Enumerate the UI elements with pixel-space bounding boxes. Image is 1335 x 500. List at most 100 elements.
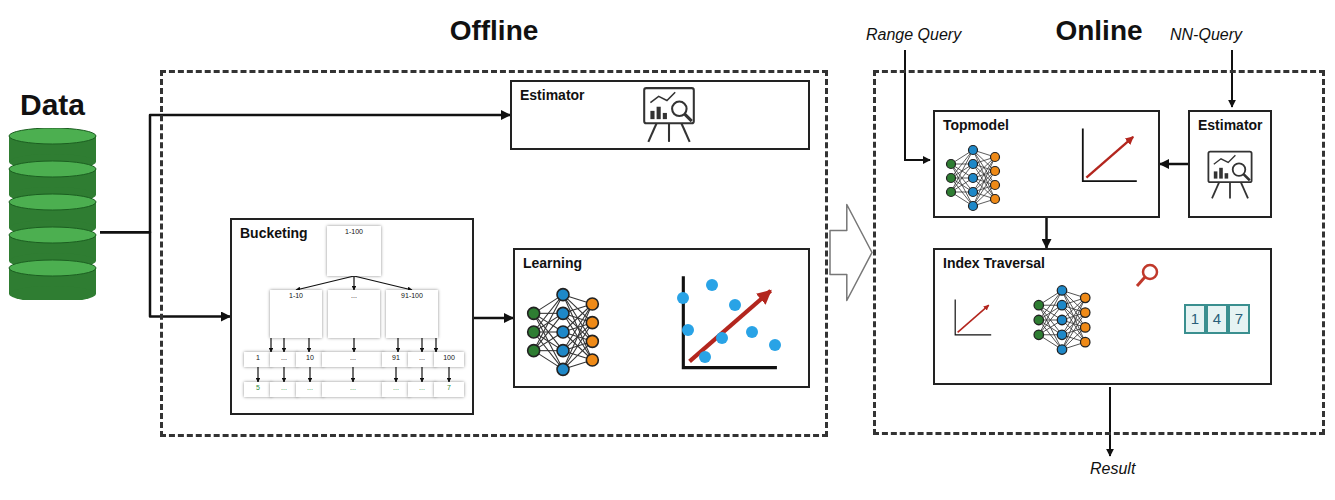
illustration-stroke <box>9 260 96 276</box>
bucket-box: 1 <box>244 352 272 367</box>
tree-arrow <box>309 367 310 382</box>
tree-arrow <box>395 367 396 382</box>
bucket-range: 10 <box>296 354 324 362</box>
database-cylinder <box>5 128 100 300</box>
bucket-box: ... <box>270 352 298 367</box>
bucket-box: 91-100 <box>386 290 438 338</box>
tree-arrow <box>448 367 449 382</box>
tree-arrow <box>354 276 412 290</box>
illustration-stroke <box>9 227 96 243</box>
bucket-range: 1-10 <box>270 292 322 300</box>
illustration-stroke <box>677 292 689 304</box>
process-box: Index Traversal <box>933 248 1272 385</box>
bucket-box: 91 <box>382 352 410 367</box>
array-cell: 7 <box>1228 304 1250 334</box>
illustration-stroke <box>1231 50 1233 107</box>
box-title: Learning <box>515 250 808 276</box>
bucket-range: 1 <box>244 354 272 362</box>
tree-arrow <box>270 338 271 352</box>
tree-arrow <box>308 338 309 352</box>
bucket-range: ... <box>408 384 436 392</box>
process-box: Topmodel <box>933 110 1160 218</box>
array-cell: 1 <box>1184 304 1206 334</box>
bucket-range: ... <box>328 292 380 300</box>
illustration-stroke <box>9 128 96 144</box>
process-box: Estimator <box>510 80 810 150</box>
illustration-stroke <box>729 299 741 311</box>
tree-arrow <box>353 338 354 352</box>
illustration-stroke <box>716 332 728 344</box>
query-label: Range Query <box>866 26 961 44</box>
bucket-range: ... <box>322 384 384 392</box>
query-label: Result <box>1090 460 1135 478</box>
bucket-box: 100 <box>434 352 464 367</box>
bucket-box: ... <box>328 290 380 338</box>
box-title: Estimator <box>512 82 808 108</box>
illustration-stroke <box>699 351 711 363</box>
bucket-range: 91-100 <box>386 292 438 300</box>
bucket-leaf: ... <box>296 382 324 397</box>
tree-arrow <box>283 338 284 352</box>
bucket-range: 5 <box>244 384 272 392</box>
illustration-stroke <box>769 339 781 351</box>
illustration-stroke <box>683 276 777 368</box>
illustration-stroke <box>9 194 96 210</box>
illustration-stroke <box>746 326 758 338</box>
flow-arrow <box>1160 163 1188 166</box>
bucket-box: ... <box>408 352 436 367</box>
tree-arrow <box>397 338 398 352</box>
database: Data <box>5 88 100 300</box>
region-title: Offline <box>163 15 825 47</box>
illustration-stroke <box>1137 277 1145 286</box>
bucket-range: ... <box>382 384 410 392</box>
tree-arrow <box>435 338 436 352</box>
block-arrow <box>830 205 872 301</box>
illustration-stroke <box>9 286 96 300</box>
bucket-leaf: ... <box>382 382 410 397</box>
illustration-stroke <box>1083 128 1137 181</box>
process-box: Estimator <box>1188 110 1272 218</box>
box-title: Bucketing <box>232 220 472 246</box>
box-title: Topmodel <box>935 112 1158 138</box>
stage-region: TopmodelEstimatorIndex TraversalOnline <box>873 70 1325 435</box>
bucket-leaf: ... <box>322 382 384 397</box>
tree-arrow <box>283 367 284 382</box>
tree-arrow <box>421 338 422 352</box>
tree-arrow <box>352 367 353 382</box>
bucket-leaf: 5 <box>244 382 272 397</box>
bucket-range: ... <box>270 384 298 392</box>
query-label: NN-Query <box>1170 26 1242 44</box>
illustration-stroke <box>1208 152 1251 199</box>
bucket-box: 10 <box>296 352 324 367</box>
illustration-stroke <box>1109 387 1111 456</box>
tree-arrow <box>257 367 258 382</box>
bucket-range: 7 <box>434 384 464 392</box>
region-title: Online <box>876 15 1322 47</box>
illustration-stroke <box>528 289 599 376</box>
illustration-stroke <box>1034 286 1090 355</box>
bucket-range: ... <box>296 384 324 392</box>
box-title: Data <box>5 88 100 122</box>
illustration-stroke <box>706 279 718 291</box>
bucket-range: 91 <box>382 354 410 362</box>
query-leader <box>905 50 1232 456</box>
illustration-stroke <box>955 300 991 335</box>
scatter-dots <box>677 279 781 363</box>
bucket-range: ... <box>270 354 298 362</box>
illustration-stroke <box>947 146 1000 211</box>
process-box: Learning <box>513 248 810 388</box>
bucket-box: ... <box>322 352 384 367</box>
bucket-leaf: ... <box>270 382 298 397</box>
bucket-leaf: ... <box>408 382 436 397</box>
bucket-box: 1-100 <box>327 226 381 276</box>
box-title: Index Traversal <box>935 250 1270 276</box>
illustration-stroke <box>1143 265 1157 279</box>
array-cell: 4 <box>1206 304 1228 334</box>
illustration-stroke <box>682 324 694 336</box>
bucket-range: 1-100 <box>327 228 381 236</box>
